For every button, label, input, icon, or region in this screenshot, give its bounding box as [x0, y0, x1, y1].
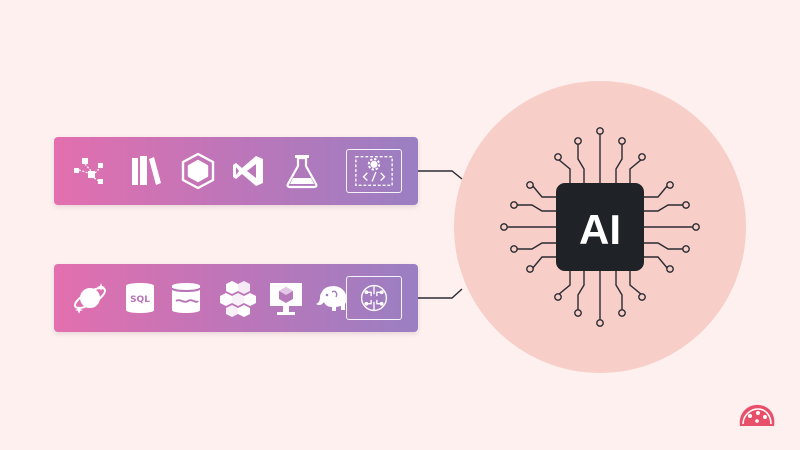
connector-bottom: [418, 288, 463, 299]
circuit-pad: [526, 265, 534, 273]
ai-chip: [556, 183, 644, 271]
cube-cluster-icon[interactable]: [216, 276, 260, 320]
visual-studio-icon[interactable]: [226, 149, 270, 193]
circuit-pad: [554, 293, 562, 301]
circuit-pad: [596, 127, 604, 135]
lab-flask-icon[interactable]: [280, 149, 324, 193]
ai-chip-label: AI: [579, 206, 621, 253]
sql-database-icon[interactable]: SQL: [118, 276, 162, 320]
monitor-cube-icon[interactable]: [264, 276, 308, 320]
circuit-trace: [615, 271, 623, 313]
circuit-trace: [644, 204, 686, 212]
library-books-icon[interactable]: [124, 149, 168, 193]
circuit-trace: [514, 204, 556, 212]
circuit-trace: [577, 141, 585, 183]
data-services-bar: SQL: [54, 264, 418, 332]
circuit-trace: [615, 141, 623, 183]
connector-top: [418, 170, 463, 180]
circuit-traces: [504, 131, 696, 323]
circuit-pad: [574, 309, 582, 317]
circuit-panel-icon[interactable]: [346, 276, 402, 320]
circuit-pad: [526, 181, 534, 189]
package-cube-icon[interactable]: [176, 149, 220, 193]
circuit-pad: [638, 293, 646, 301]
circuit-pad: [500, 223, 508, 231]
circuit-pads: [500, 127, 700, 327]
cosmos-db-icon[interactable]: [68, 276, 112, 320]
circuit-pad: [638, 153, 646, 161]
hadoop-elephant-icon[interactable]: [310, 276, 354, 320]
code-settings-icon[interactable]: [346, 149, 402, 193]
circuit-trace: [644, 242, 686, 250]
circuit-pad: [682, 245, 690, 253]
circuit-pad: [666, 265, 674, 273]
circuit-pad: [618, 137, 626, 145]
circuit-pad: [618, 309, 626, 317]
sql-text: SQL: [130, 295, 150, 305]
circuit-pad: [666, 181, 674, 189]
tools-bar: [54, 137, 418, 205]
circuit-pad: [574, 137, 582, 145]
circuit-pad: [692, 223, 700, 231]
network-nodes-icon[interactable]: [68, 149, 112, 193]
circuit-pad: [510, 245, 518, 253]
brand-logo-icon: [739, 404, 775, 426]
circuit-trace: [577, 271, 585, 313]
circuit-pad: [596, 319, 604, 327]
database-icon[interactable]: [164, 276, 208, 320]
circuit-pad: [510, 201, 518, 209]
circuit-pad: [554, 153, 562, 161]
circuit-trace: [514, 242, 556, 250]
circuit-pad: [682, 201, 690, 209]
